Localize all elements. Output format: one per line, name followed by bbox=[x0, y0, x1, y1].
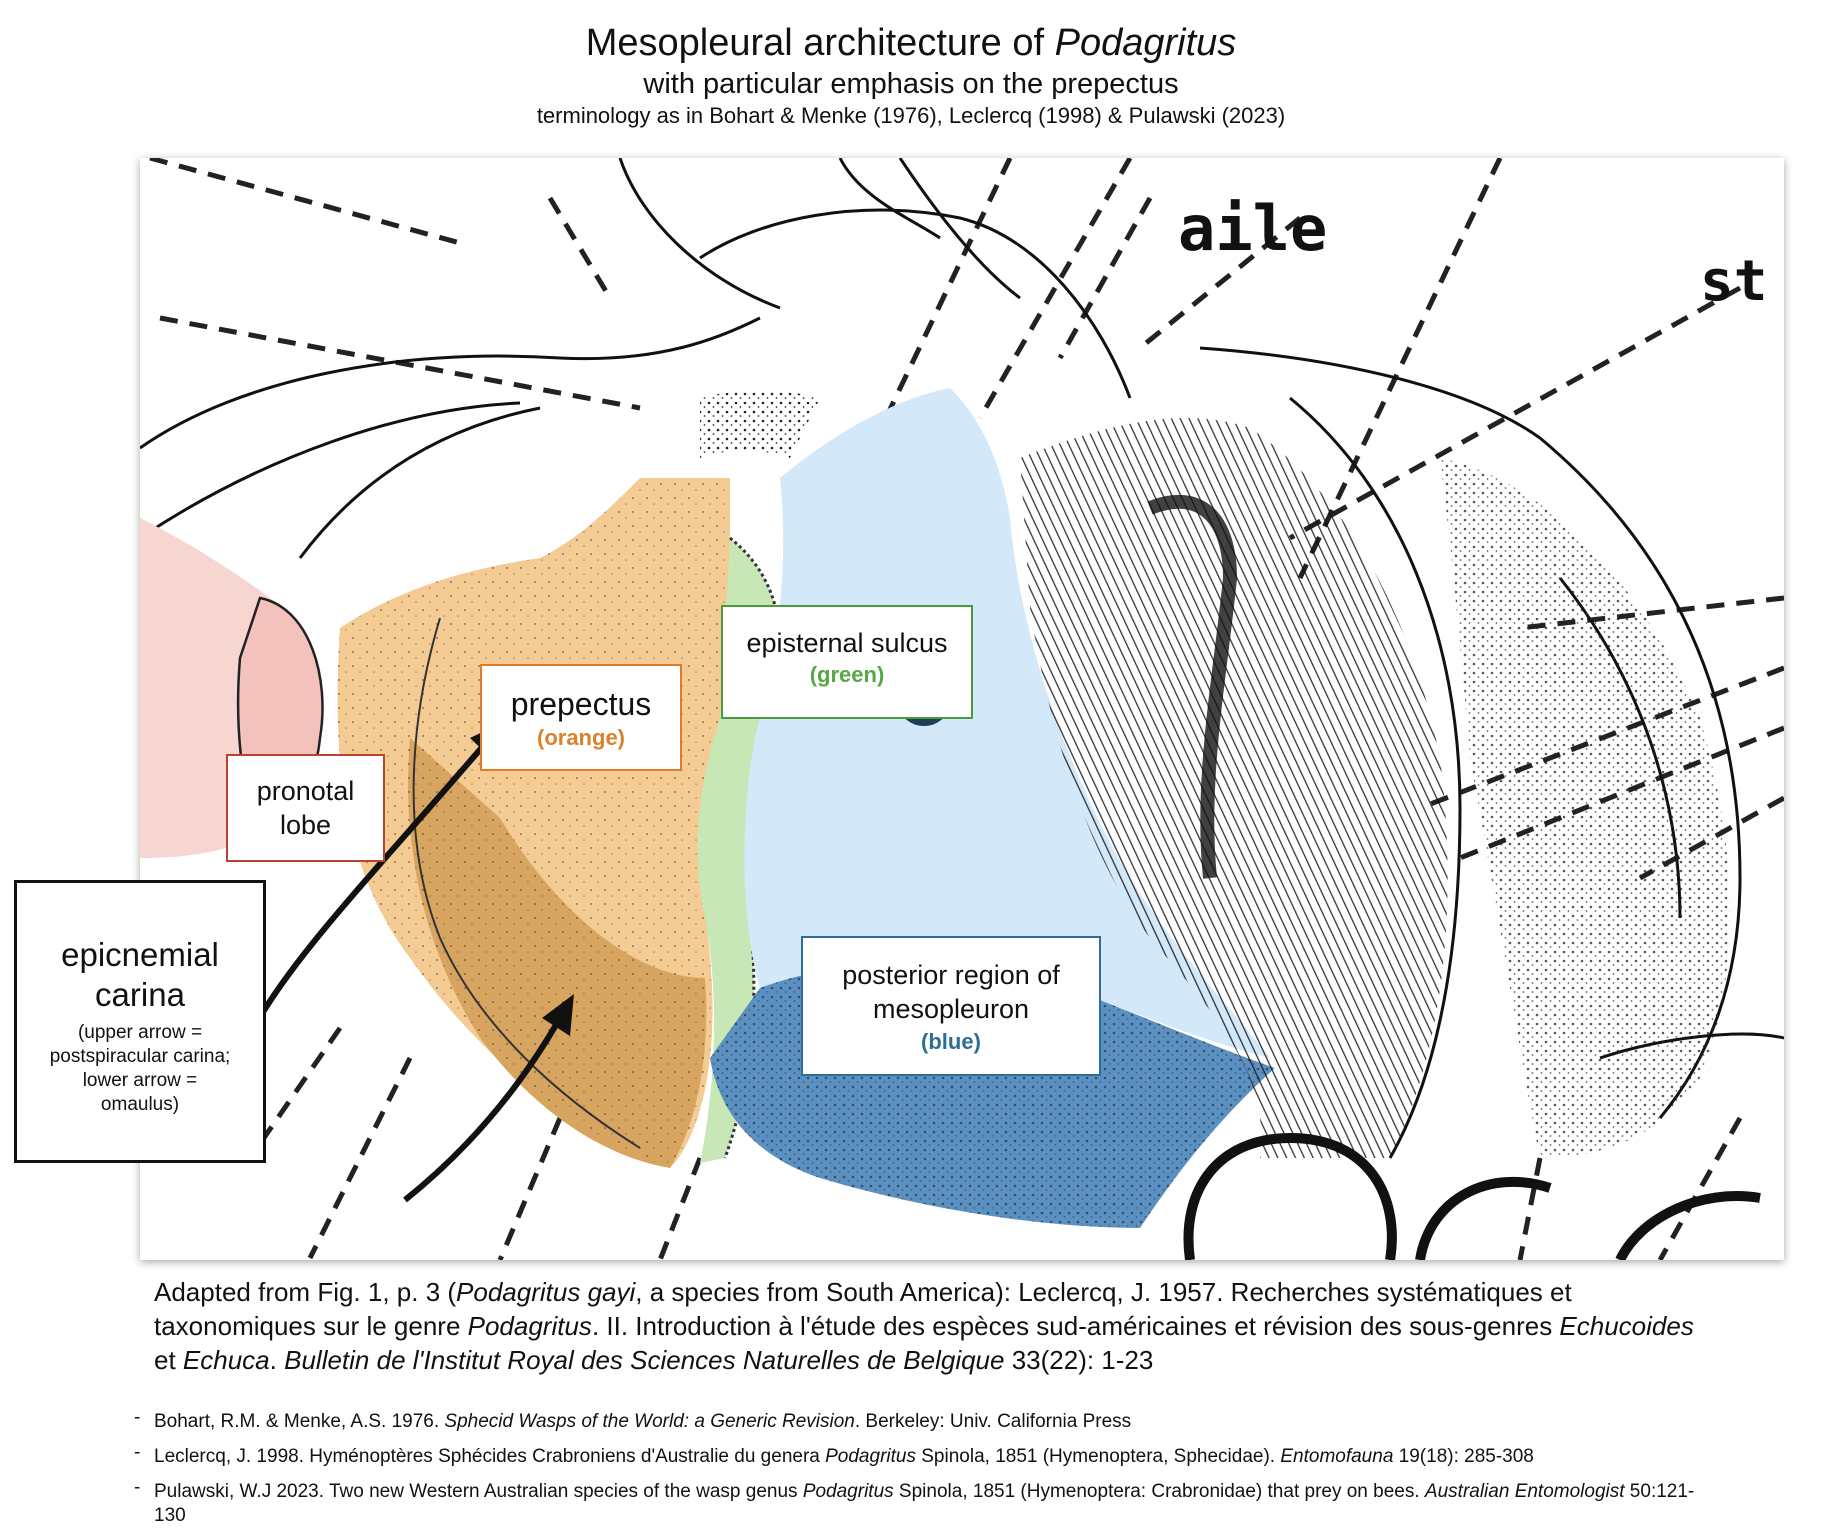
caption-part2: , a species from South America): Leclerc… bbox=[154, 1277, 1572, 1341]
reference-item: -Bohart, R.M. & Menke, A.S. 1976. Spheci… bbox=[134, 1407, 1132, 1432]
epicnemial-line2: carina bbox=[95, 976, 185, 1013]
episternal-name: episternal sulcus bbox=[746, 628, 948, 658]
caption-italic4: Echuca bbox=[182, 1345, 270, 1375]
title-plain: Mesopleural architecture of bbox=[585, 22, 1055, 64]
figure-caption: Adapted from Fig. 1, p. 3 (Podagritus ga… bbox=[154, 1275, 1714, 1377]
coxa-outlines bbox=[1183, 1132, 1761, 1260]
drawing-text-aile: aile bbox=[1178, 192, 1327, 265]
epicnemial-note3: lower arrow = bbox=[82, 1070, 198, 1091]
caption-italic5: Bulletin de l'Institut Royal des Science… bbox=[284, 1345, 1005, 1375]
caption-part3: . II. Introduction à l'étude des espèces… bbox=[591, 1311, 1560, 1341]
figure-title: Mesopleural architecture of Podagritus bbox=[0, 22, 1822, 65]
reference-list: -Bohart, R.M. & Menke, A.S. 1976. Spheci… bbox=[134, 1407, 1714, 1539]
lower-arrow-head bbox=[542, 994, 574, 1036]
drawing-text-st: st bbox=[1700, 249, 1767, 314]
reference-item: -Leclercq, J. 1998. Hyménoptères Sphécid… bbox=[134, 1442, 1534, 1467]
caption-part1: Adapted from Fig. 1, p. 3 ( bbox=[154, 1277, 457, 1307]
posterior-color-note: (blue) bbox=[921, 1029, 981, 1054]
posterior-line1: posterior region of bbox=[842, 960, 1060, 990]
caption-italic2: Podagritus bbox=[467, 1311, 592, 1341]
caption-part5: . bbox=[269, 1345, 285, 1375]
label-epicnemial-carina: epicnemial carina (upper arrow = postspi… bbox=[14, 880, 266, 1163]
prepectus-region bbox=[337, 478, 730, 1168]
pronotal-line2: lobe bbox=[279, 810, 332, 840]
caption-italic3: Echucoides bbox=[1559, 1311, 1694, 1341]
caption-part4: et bbox=[154, 1345, 183, 1375]
caption-italic1: Podagritus gayi bbox=[456, 1277, 636, 1307]
epicnemial-note4: omaulus) bbox=[100, 1094, 180, 1115]
terminology-note: terminology as in Bohart & Menke (1976),… bbox=[536, 103, 1286, 128]
prepectus-color-note: (orange) bbox=[537, 725, 625, 750]
epicnemial-note1: (upper arrow = bbox=[77, 1022, 203, 1043]
stippled-thorax-area bbox=[700, 390, 1730, 1158]
label-episternal-sulcus: episternal sulcus (green) bbox=[721, 605, 973, 719]
caption-part6: 33(22): 1-23 bbox=[1004, 1345, 1154, 1375]
episternal-color-note: (green) bbox=[809, 662, 885, 687]
pronotal-line1: pronotal bbox=[256, 776, 355, 806]
title-italic: Podagritus bbox=[1054, 22, 1237, 64]
mesopleuron-drawing: aile st pronotal lobe prepectus (orange)… bbox=[140, 158, 1784, 1260]
posterior-line2: mesopleuron bbox=[872, 994, 1030, 1024]
figure-subtitle: with particular emphasis on the prepectu… bbox=[643, 68, 1179, 100]
epicnemial-note2: postspiracular carina; bbox=[49, 1046, 231, 1067]
reference-item: -Pulawski, W.J 2023. Two new Western Aus… bbox=[134, 1477, 1695, 1526]
label-prepectus: prepectus (orange) bbox=[480, 664, 682, 771]
epicnemial-line1: epicnemial bbox=[61, 936, 219, 973]
label-posterior-region: posterior region of mesopleuron (blue) bbox=[801, 936, 1101, 1076]
label-pronotal-lobe: pronotal lobe bbox=[226, 754, 385, 862]
prepectus-name: prepectus bbox=[510, 686, 652, 722]
